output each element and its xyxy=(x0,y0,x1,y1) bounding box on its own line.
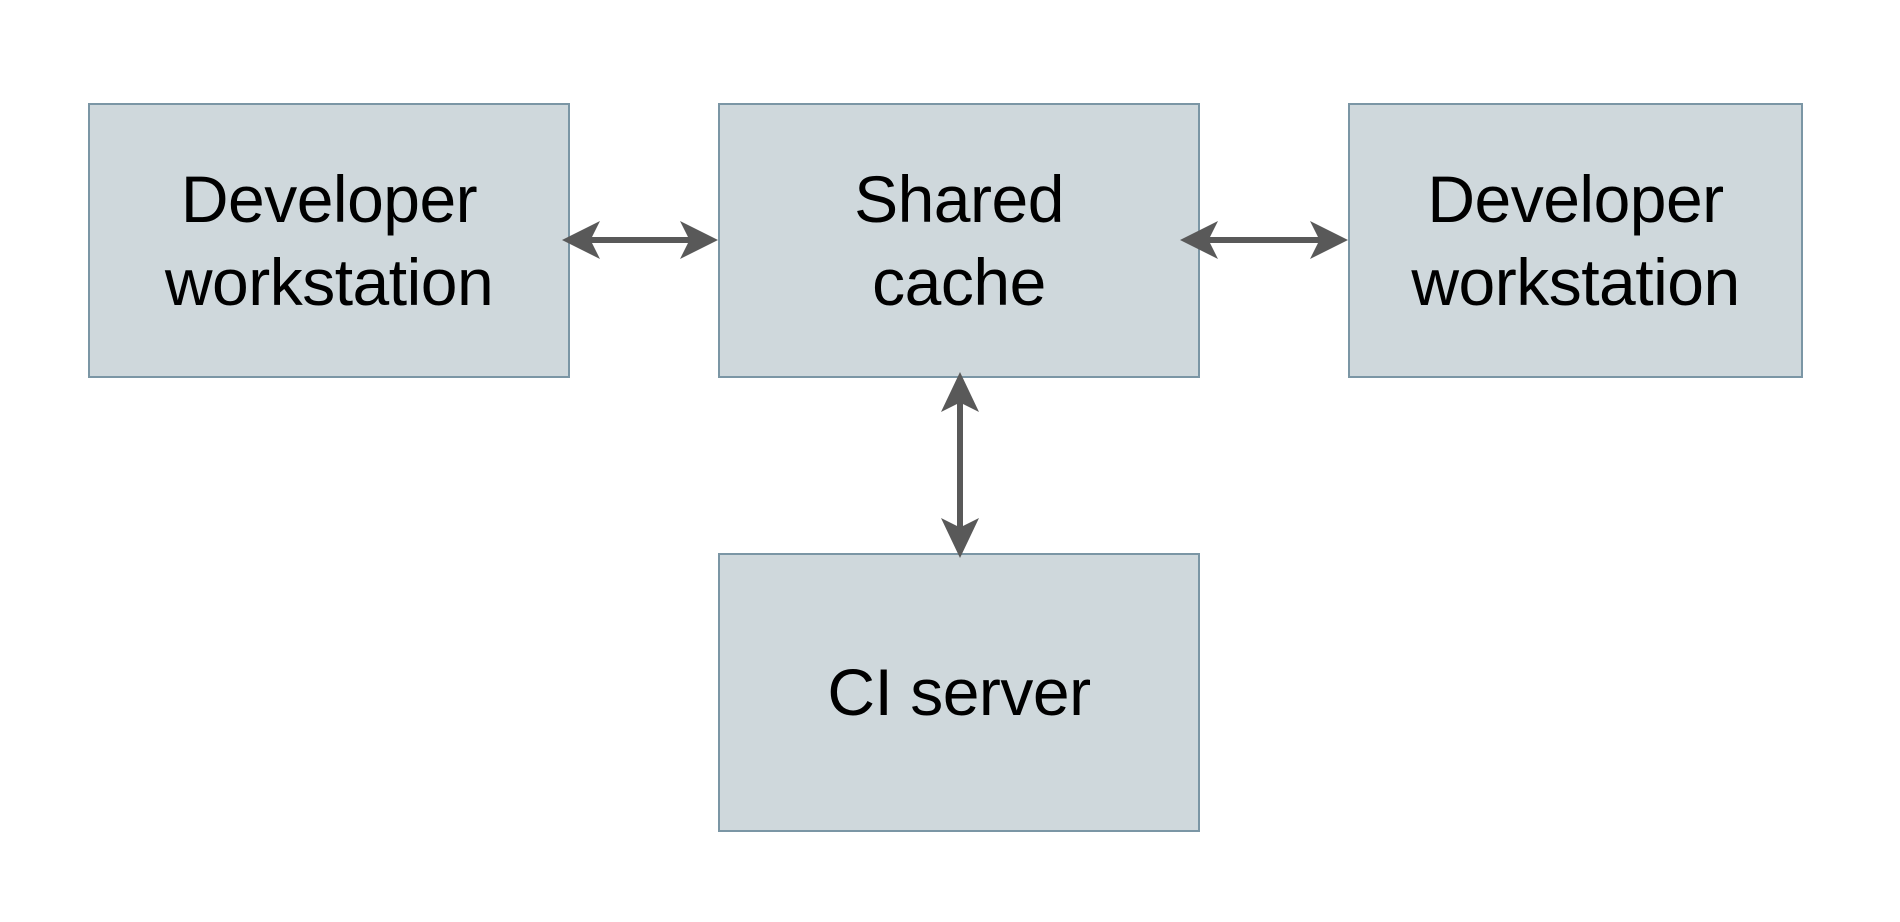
node-label: Shared cache xyxy=(854,162,1064,319)
node-developer-workstation-left[interactable]: Developer workstation xyxy=(88,103,570,378)
node-label: Developer workstation xyxy=(1411,162,1740,319)
edge-shared-right-bidirectional-arrow-icon xyxy=(1180,221,1348,259)
node-label: CI server xyxy=(827,655,1091,730)
node-label: Developer workstation xyxy=(164,162,494,319)
node-shared-cache[interactable]: Shared cache xyxy=(718,103,1200,378)
node-developer-workstation-right[interactable]: Developer workstation xyxy=(1348,103,1803,378)
edge-left-shared-bidirectional-arrow-icon xyxy=(562,221,718,259)
edge-shared-ci-bidirectional-arrow-icon xyxy=(941,372,979,558)
node-ci-server[interactable]: CI server xyxy=(718,553,1200,832)
